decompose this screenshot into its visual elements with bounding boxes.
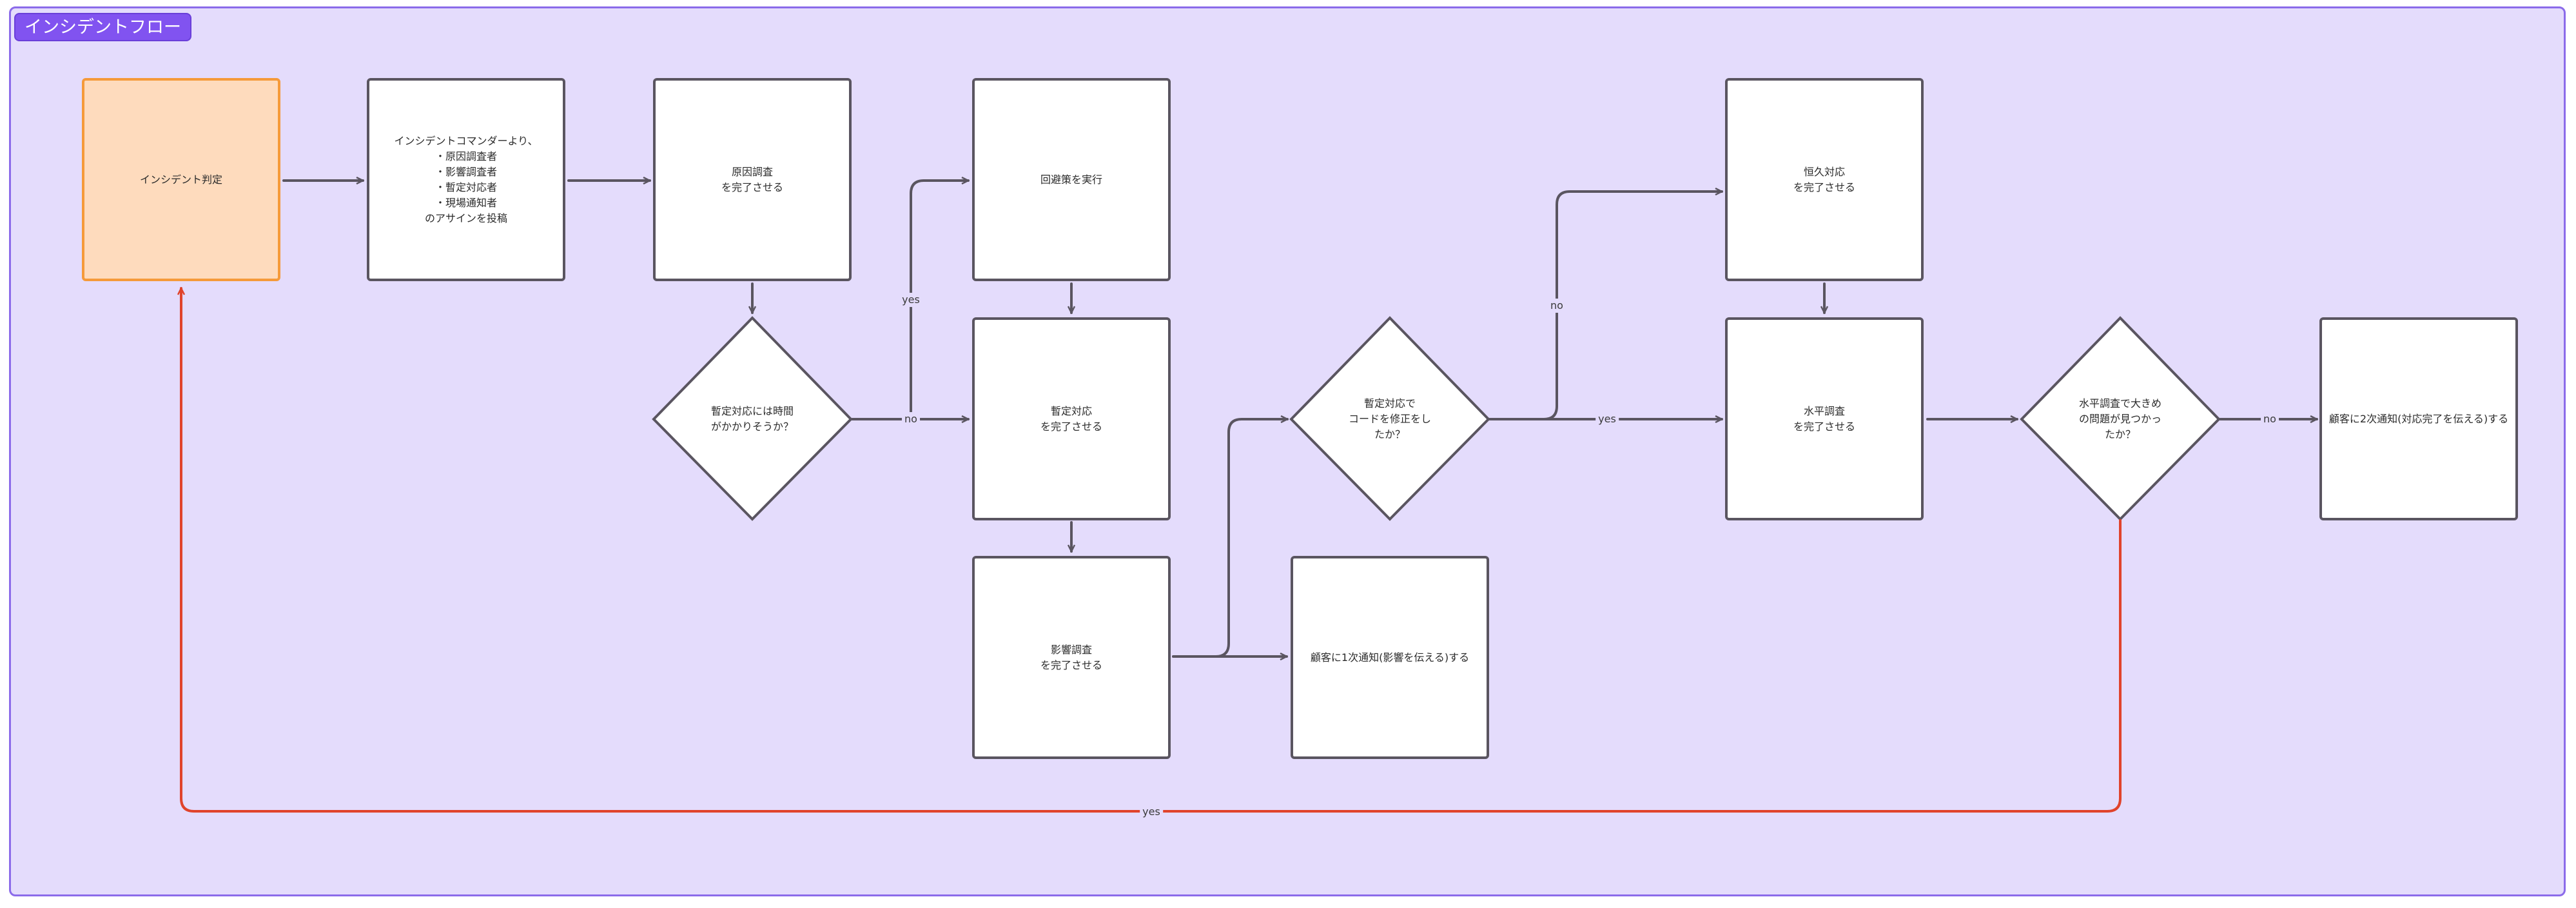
node-label: 水平調査 を完了させる	[1793, 404, 1855, 433]
decision-big-issue-shape	[2020, 316, 2221, 521]
node-label: 回避策を実行	[1040, 173, 1102, 186]
node-label: 顧客に1次通知(影響を伝える)する	[1310, 651, 1470, 664]
edge-codefixed-no	[1488, 192, 1723, 420]
node-second-notice[interactable]: 顧客に2次通知(対応完了を伝える)する	[2319, 317, 2518, 520]
edge-label-takes-time-yes: yes	[899, 293, 922, 307]
node-label: 原因調査 を完了させる	[721, 165, 783, 193]
decision-code-fixed-shape	[1289, 316, 1490, 521]
edge-label-big-issue-yes: yes	[1140, 805, 1163, 819]
node-impact-investigation[interactable]: 影響調査 を完了させる	[972, 556, 1171, 759]
edge-label-code-fixed-no: no	[1548, 299, 1566, 313]
frame-title[interactable]: インシデントフロー	[14, 13, 191, 41]
node-horizontal-investigation[interactable]: 水平調査 を完了させる	[1725, 317, 1924, 520]
decision-takes-time-shape	[652, 316, 853, 521]
node-assignment-post[interactable]: インシデントコマンダーより、 ・原因調査者 ・影響調査者 ・暫定対応者 ・現場通…	[367, 78, 565, 281]
edge-takestime-yes	[910, 181, 970, 420]
edge-label-takes-time-no: no	[902, 412, 920, 426]
node-first-notice[interactable]: 顧客に1次通知(影響を伝える)する	[1291, 556, 1489, 759]
node-workaround[interactable]: 回避策を実行	[972, 78, 1171, 281]
node-label: 暫定対応 を完了させる	[1040, 404, 1102, 433]
node-label: 影響調査 を完了させる	[1040, 643, 1102, 671]
edge-label-code-fixed-yes: yes	[1595, 412, 1619, 426]
node-label: インシデントコマンダーより、 ・原因調査者 ・影響調査者 ・暫定対応者 ・現場通…	[394, 134, 538, 224]
node-incident-judgement[interactable]: インシデント判定	[82, 78, 280, 281]
node-interim-response[interactable]: 暫定対応 を完了させる	[972, 317, 1171, 520]
edge-impact-to-codefixed	[1172, 419, 1289, 658]
edge-label-big-issue-no: no	[2261, 412, 2279, 426]
node-label: インシデント判定	[139, 173, 222, 186]
node-label: 顧客に2次通知(対応完了を伝える)する	[2328, 412, 2509, 425]
node-permanent-fix[interactable]: 恒久対応 を完了させる	[1725, 78, 1924, 281]
node-root-cause[interactable]: 原因調査 を完了させる	[653, 78, 852, 281]
node-label: 恒久対応 を完了させる	[1793, 165, 1855, 193]
